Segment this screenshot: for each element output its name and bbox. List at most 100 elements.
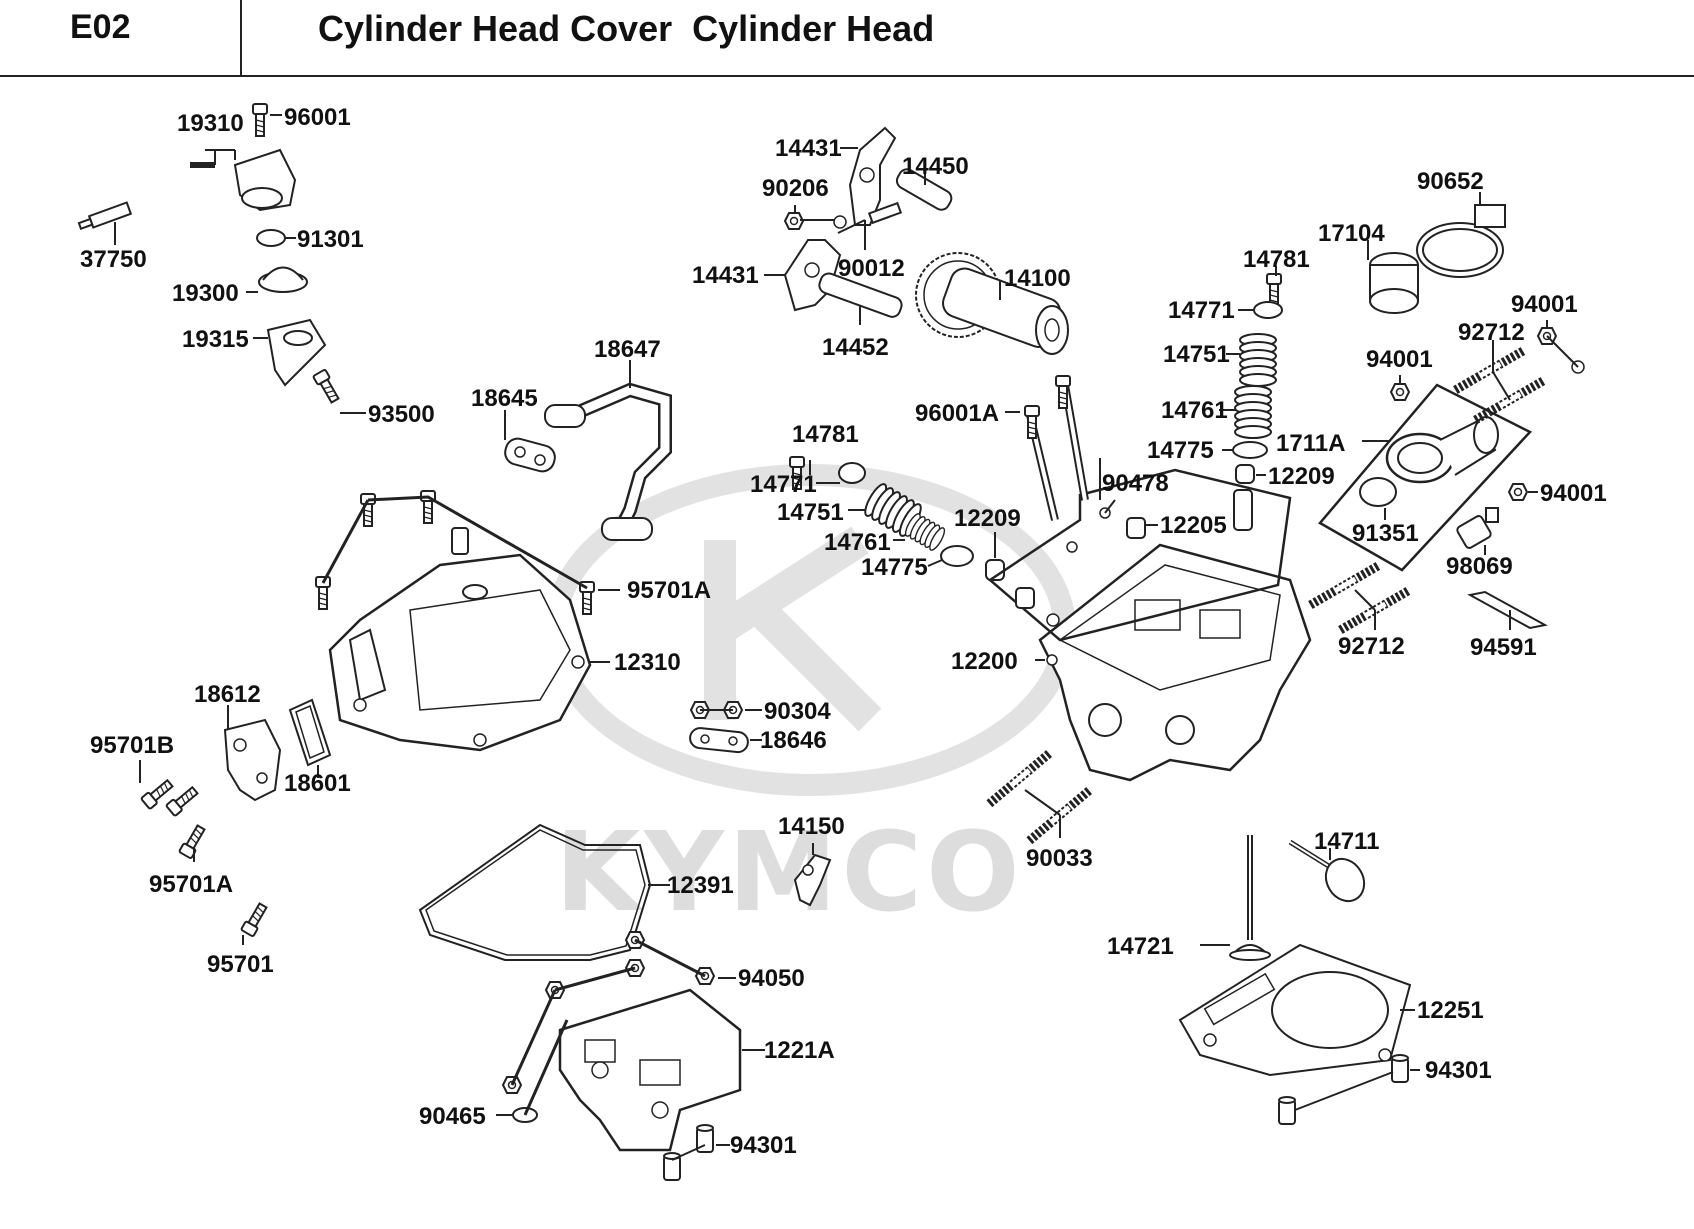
valve-seal-12209-b (1235, 464, 1255, 484)
cylinder-head-group-outline (987, 468, 1292, 642)
part-label: 1221A (764, 1037, 835, 1064)
head-gasket-12251 (1178, 943, 1412, 1077)
header-divider (240, 0, 242, 75)
adjust-screw-90012 (867, 201, 903, 225)
part-label: 12209 (1268, 463, 1335, 490)
part-label: 12251 (1417, 997, 1484, 1024)
rocker-shaft-14450 (895, 168, 953, 211)
part-label: 94301 (1425, 1057, 1492, 1084)
part-label: 19315 (182, 326, 249, 353)
part-label: 94001 (1511, 291, 1578, 318)
o-ring-91351 (1359, 477, 1397, 507)
bolt-93500 (311, 368, 343, 406)
part-label: 14100 (1004, 265, 1071, 292)
part-label: 12310 (614, 649, 681, 676)
part-label: 94001 (1366, 346, 1433, 373)
part-label: 90478 (1102, 470, 1169, 497)
thermostat-19300 (258, 266, 308, 293)
dowel-94301-4 (1278, 1096, 1296, 1125)
part-label: 37750 (80, 246, 147, 273)
stud-92712-1 (1455, 350, 1524, 390)
bolt-95701B-2 (164, 783, 201, 818)
gasket-18645 (504, 437, 556, 473)
part-label: 92712 (1458, 319, 1525, 346)
breather-cover-18612 (223, 718, 282, 802)
part-label: 93500 (368, 401, 435, 428)
temp-sensor-37750 (77, 201, 133, 231)
hose-clamp-90652 (1416, 204, 1506, 278)
camshaft-14100 (915, 252, 1069, 355)
gasket-18646 (689, 727, 749, 754)
part-label: 94591 (1470, 634, 1537, 661)
washer-90478-1 (1066, 541, 1078, 553)
spring-seat-14775-a (940, 545, 974, 567)
part-label: 14781 (1243, 246, 1310, 273)
valve-spring-14751-b (1239, 333, 1277, 387)
spring-seat-14775-b (1232, 441, 1268, 459)
part-label: 95701A (627, 577, 711, 604)
part-label: 18646 (760, 727, 827, 754)
valve-guide-12205-c (1126, 517, 1146, 539)
plate-94591 (1467, 590, 1548, 630)
part-label: 14721 (1107, 933, 1174, 960)
part-label: 90304 (764, 698, 831, 725)
part-label: 90206 (762, 175, 829, 202)
part-label: 14771 (1168, 297, 1235, 324)
oil-pipe-18647 (544, 382, 672, 541)
spring-retainer-14771-a (838, 462, 866, 484)
part-label: 14431 (692, 262, 759, 289)
part-label: 94301 (730, 1132, 797, 1159)
part-label: 19300 (172, 280, 239, 307)
cylinder-head-12200 (1038, 543, 1312, 782)
part-label: 12209 (954, 505, 1021, 532)
rocker-shaft-14452 (818, 272, 903, 318)
o-ring-91301 (256, 229, 286, 247)
cover-gasket-12391 (418, 823, 652, 961)
page-title: Cylinder Head Cover Cylinder Head (318, 8, 935, 49)
part-label: 14761 (824, 529, 891, 556)
part-label: 19310 (177, 110, 244, 137)
part-label: 90033 (1026, 845, 1093, 872)
decomp-lever-14150 (793, 853, 832, 907)
part-label: 14781 (792, 421, 859, 448)
part-label: 14450 (902, 153, 969, 180)
part-label: 96001 (284, 104, 351, 131)
part-label: 95701 (207, 951, 274, 978)
insulator-17104 (1369, 252, 1419, 314)
part-label: 14771 (750, 471, 817, 498)
washer-90206 (833, 215, 847, 229)
spring-retainer-14771-b (1253, 301, 1283, 319)
part-label: 91301 (297, 226, 364, 253)
part-label: 90012 (838, 255, 905, 282)
part-label: 18647 (594, 336, 661, 363)
bolt-95701 (239, 900, 271, 938)
stud-bolt-96001A (1024, 375, 1089, 521)
part-label: 95701A (149, 871, 233, 898)
bolt-96001 (252, 103, 268, 137)
thermostat-cover-19315 (266, 318, 327, 387)
intake-pipe-1711A (1385, 416, 1499, 484)
header: E02 Cylinder Head Cover Cylinder Head (0, 0, 1694, 77)
valve-guide-12205-a (1015, 587, 1035, 609)
intake-group-outline (1318, 383, 1533, 572)
valve-spring-14761-b (1234, 385, 1272, 439)
part-label: 91351 (1352, 520, 1419, 547)
nut-94001-3 (1508, 483, 1528, 501)
dowel-94301-3 (1391, 1054, 1409, 1083)
intake-valve-14721 (1229, 835, 1271, 961)
part-label: 14775 (1147, 437, 1214, 464)
part-label: 14751 (777, 499, 844, 526)
part-label: 12200 (951, 648, 1018, 675)
part-label: 17104 (1318, 220, 1385, 247)
kymco-watermark: KYMCO (544, 464, 1076, 936)
camshaft-holder-1221A (558, 988, 742, 1152)
part-label: 18645 (471, 385, 538, 412)
part-label: 1711A (1276, 430, 1345, 457)
stud-90033-1 (989, 752, 1050, 803)
part-label: 98069 (1446, 553, 1513, 580)
part-label: 18612 (194, 681, 261, 708)
part-label: 14751 (1163, 341, 1230, 368)
thermostat-housing-19310 (190, 148, 297, 212)
part-label: 18601 (284, 770, 351, 797)
